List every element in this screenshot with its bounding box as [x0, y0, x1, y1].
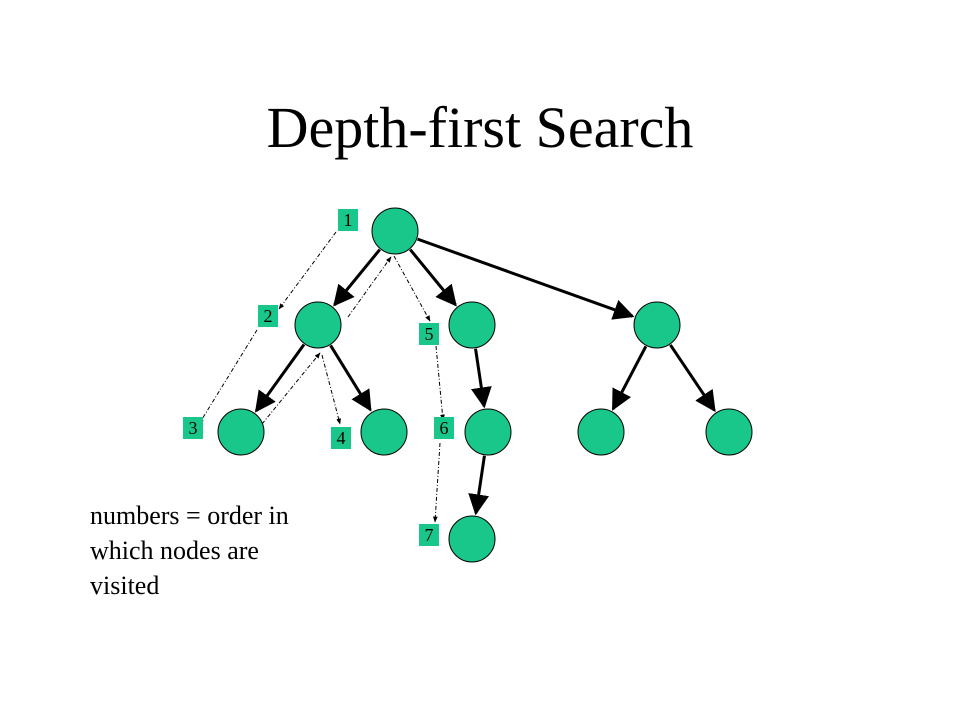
- visit-order-badge: 3: [183, 417, 203, 439]
- visit-order-number: 3: [189, 418, 198, 438]
- visit-order-badge: 6: [434, 417, 454, 439]
- visit-order-number: 6: [440, 418, 449, 438]
- tree-edge-b1-b1x: [468, 455, 490, 516]
- tree-edge-c-c2: [669, 344, 716, 413]
- traversal-step-2: [198, 329, 258, 425]
- tree-node-a2: [360, 408, 408, 456]
- visit-order-box: [331, 427, 351, 449]
- caption-line: numbers = order in: [90, 501, 289, 530]
- tree-node-root: [371, 207, 419, 255]
- tree-edge-root-a: [333, 248, 381, 307]
- tree-node-b: [448, 301, 496, 349]
- visit-order-box: [183, 417, 203, 439]
- visit-order-number: 2: [264, 306, 273, 326]
- caption: numbers = order in which nodes are visit…: [90, 498, 360, 603]
- tree-node-b1x: [448, 515, 496, 563]
- traversal-path: [198, 231, 445, 523]
- tree-edge-root-c: [417, 237, 635, 320]
- caption-line: visited: [90, 571, 160, 600]
- traversal-step-5: [347, 256, 392, 318]
- tree-nodes: [217, 207, 753, 563]
- tree-node-c1: [577, 408, 625, 456]
- tree-edge-b-b1: [470, 348, 492, 409]
- visit-order-number: 1: [344, 210, 353, 230]
- tree-edge-a-a1: [254, 343, 306, 413]
- traversal-step-1: [278, 231, 337, 310]
- slide-title: Depth-first Search: [266, 95, 694, 160]
- tree-edge-c-c1: [611, 345, 648, 411]
- tree-node-a1: [217, 408, 265, 456]
- visit-order-badge: 1: [338, 209, 358, 231]
- visit-order-number: 7: [425, 525, 434, 545]
- traversal-step-8: [432, 442, 441, 523]
- tree-node-c2: [705, 408, 753, 456]
- traversal-step-4: [321, 354, 341, 425]
- visit-order-badge: 2: [258, 305, 278, 327]
- traversal-step-7: [435, 345, 445, 421]
- tree-node-b1: [464, 408, 512, 456]
- visit-order-number: 5: [425, 324, 434, 344]
- traversal-step-3: [261, 352, 321, 425]
- tree-edge-root-b: [409, 248, 457, 307]
- visit-order-box: [434, 417, 454, 439]
- visit-order-box: [419, 323, 439, 345]
- visit-order-box: [419, 524, 439, 546]
- tree-node-c: [633, 301, 681, 349]
- visit-order-labels: 1 2 3 4 5 6 7: [183, 209, 454, 546]
- visit-order-badge: 4: [331, 427, 351, 449]
- visit-order-badge: 5: [419, 323, 439, 345]
- caption-line: which nodes are: [90, 536, 259, 565]
- tree-node-a: [294, 301, 342, 349]
- tree-edges: [254, 237, 716, 516]
- visit-order-number: 4: [337, 428, 346, 448]
- traversal-step-6: [393, 255, 431, 322]
- visit-order-box: [258, 305, 278, 327]
- visit-order-badge: 7: [419, 524, 439, 546]
- visit-order-box: [338, 209, 358, 231]
- tree-edge-a-a2: [329, 344, 372, 412]
